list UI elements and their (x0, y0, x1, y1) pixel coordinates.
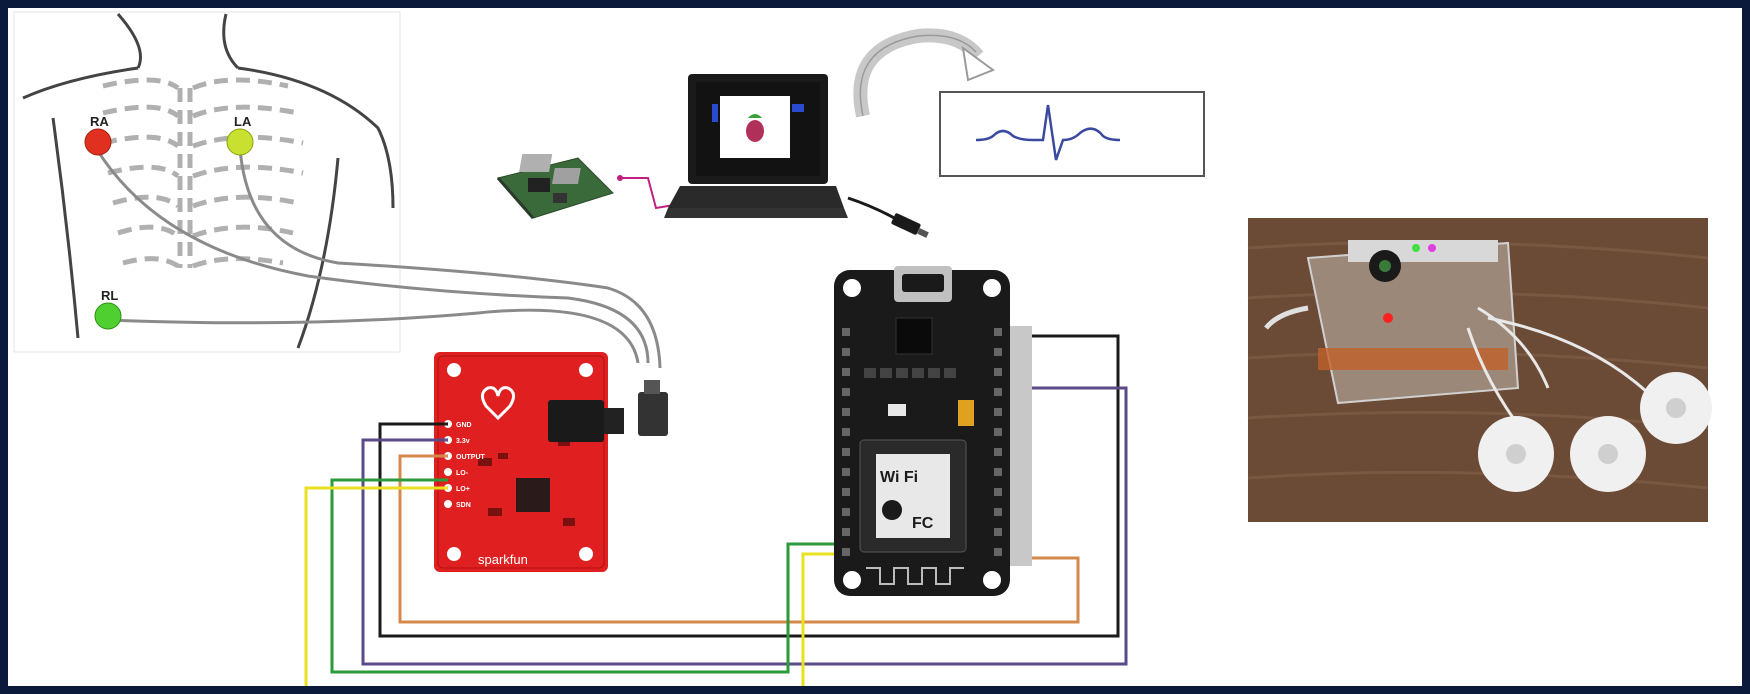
curved-arrow (853, 28, 996, 118)
torso-panel: RA LA RL (13, 11, 662, 369)
ecg-sensor-board: GND 3.3v OUTPUT LO- LO+ SDN sparkfun (434, 352, 668, 572)
rib-cage (102, 77, 304, 269)
pin-3v3: 3.3v (456, 438, 470, 445)
wifi-logo: Wi Fi (880, 469, 918, 486)
device-photo (1247, 218, 1712, 522)
pin-sdn: SDN (456, 502, 471, 509)
pin-lo-plus: LO+ (456, 486, 470, 493)
sparkfun-logo: sparkfun (478, 552, 528, 567)
svg-text:RL: RL (101, 288, 118, 303)
electrode-rl: RL (94, 288, 122, 330)
electrode-la: LA (226, 114, 254, 156)
electrode-ra: RA (84, 114, 112, 156)
pi-laptop-cable (620, 177, 681, 210)
svg-text:RA: RA (90, 114, 109, 129)
svg-text:LA: LA (234, 114, 252, 129)
pin-gnd: GND (456, 422, 472, 429)
nodemcu-board: Wi Fi FC (834, 266, 1032, 596)
pin-lo-minus: LO- (456, 470, 469, 477)
diagram-svg: RA LA RL (13, 11, 1712, 686)
electrode-leads (94, 147, 662, 369)
usb-cable (847, 196, 929, 238)
fc-mark: FC (912, 515, 934, 532)
raspberry-pi-board (496, 154, 614, 219)
connection-wires (304, 334, 1128, 686)
pin-output: OUTPUT (456, 454, 486, 461)
diagram-canvas: RA LA RL (8, 8, 1742, 686)
laptop (664, 74, 848, 218)
ecg-waveform (939, 91, 1205, 177)
